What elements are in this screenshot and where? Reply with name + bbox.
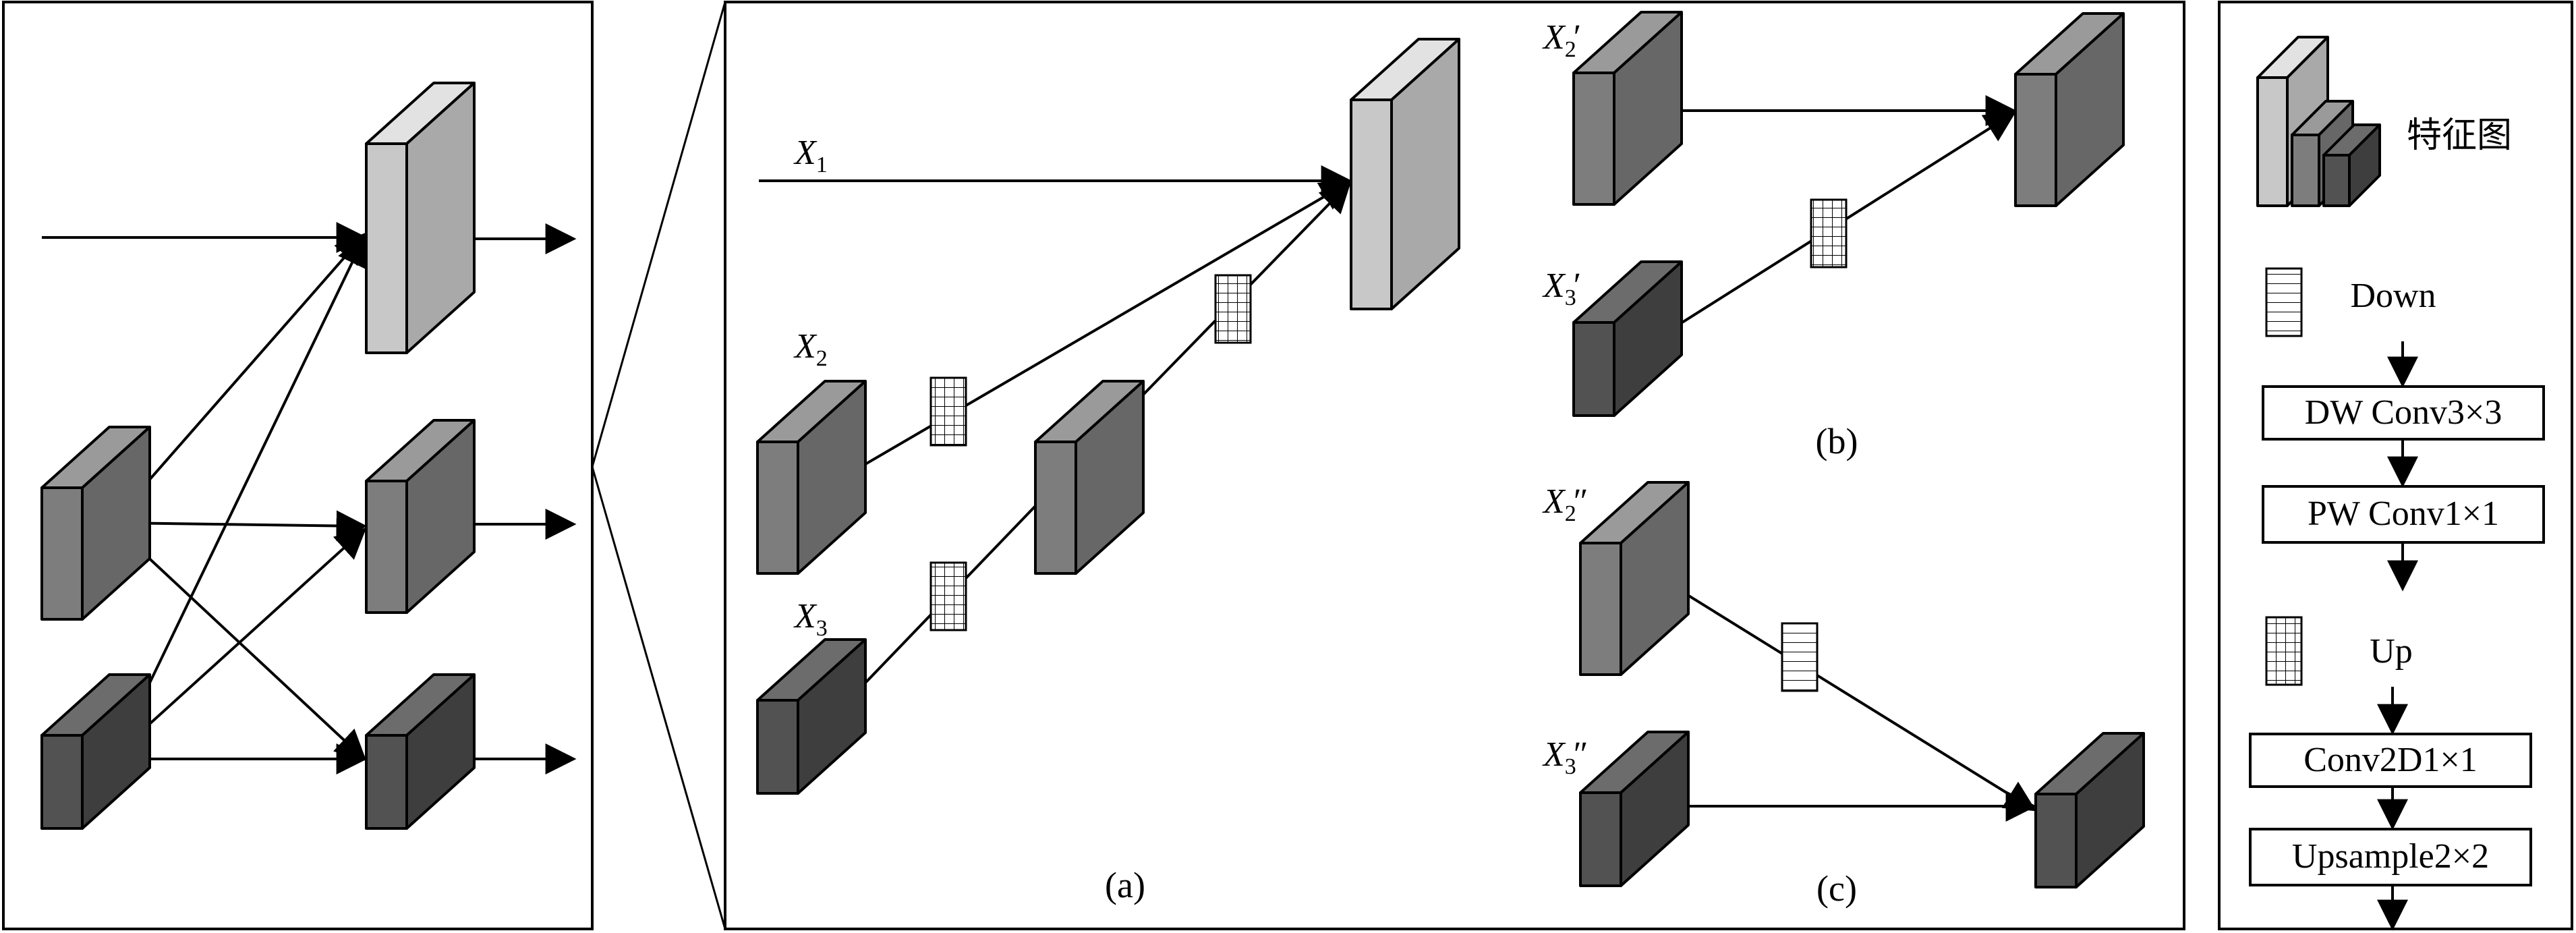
legend-down-label: Down — [2350, 277, 2436, 315]
panel-a-intermediate-block — [1034, 380, 1145, 575]
legend-up-label: Up — [2370, 632, 2413, 671]
left-block-input-mid — [40, 426, 151, 621]
legend-up-symbol — [2265, 616, 2303, 686]
panel-b-caption: (b) — [1816, 421, 1858, 461]
panel-a-up-symbol-3 — [1214, 274, 1252, 344]
panel-a-caption: (a) — [1105, 865, 1145, 905]
pw-conv-label: PW Conv1×1 — [2308, 494, 2499, 533]
panel-a-x1-label: X1 — [793, 134, 828, 177]
left-block-top — [365, 82, 476, 354]
conv2d-box — [2249, 733, 2532, 788]
legend-block-dark — [2322, 123, 2381, 207]
feature-map-blocks — [40, 11, 2381, 888]
panel-c-x3-label: X3″ — [1542, 735, 1588, 779]
panel-b-x2-block — [1572, 11, 1683, 206]
panel-c-x2-label: X2″ — [1542, 482, 1588, 526]
panel-a-x3-label: X3 — [793, 597, 828, 641]
panel-b-x2-label: X2′ — [1542, 18, 1581, 62]
panel-c-caption: (c) — [1816, 868, 1857, 909]
panel-c-output-block — [2034, 732, 2145, 888]
left-block-input-dark — [40, 673, 151, 830]
legend-feature-map-label: 特征图 — [2407, 116, 2512, 155]
panel-b-x3-label: X3′ — [1542, 266, 1581, 310]
left-block-middle — [365, 419, 476, 614]
panel-b-x3-block — [1572, 260, 1683, 417]
zoom-line-bottom — [591, 466, 726, 930]
panel-a-x3-block — [756, 638, 867, 795]
panel-c-down-symbol — [1781, 622, 1819, 692]
panel-c-x2-block — [1579, 481, 1690, 676]
panel-a-output-block — [1350, 38, 1460, 310]
panel-c-lines — [1653, 576, 2037, 822]
zoom-line-top — [591, 1, 726, 468]
left-block-bottom — [365, 673, 476, 830]
pw-conv-box — [2262, 485, 2545, 544]
panel-a-x2-label: X2 — [793, 327, 828, 371]
panel-a-up-symbol-2 — [929, 561, 967, 631]
panel-c-x3-block — [1579, 731, 1690, 887]
panel-a-x2-block — [756, 380, 867, 575]
panel-a-up-symbol-1 — [929, 376, 967, 447]
middle-panel-frame — [724, 1, 2185, 930]
panel-b-up-symbol — [1810, 198, 1848, 268]
conv2d-label: Conv2D1×1 — [2303, 741, 2478, 779]
dw-conv-label: DW Conv3×3 — [2305, 393, 2502, 432]
upsample-box — [2249, 828, 2532, 886]
upsample-label: Upsample2×2 — [2292, 837, 2489, 876]
dw-conv-box — [2262, 385, 2545, 441]
panel-b-output-block — [2014, 12, 2125, 207]
legend-down-symbol — [2265, 267, 2303, 337]
